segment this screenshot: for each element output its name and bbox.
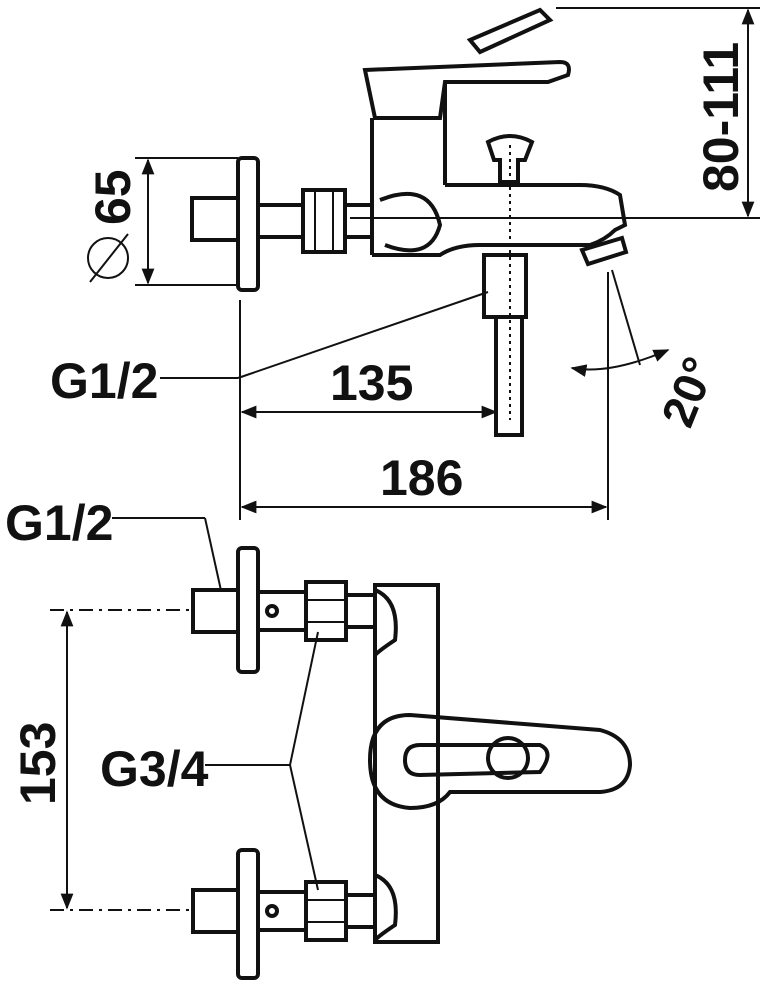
centers-label: 153	[10, 722, 66, 805]
top-view: 65 80-111 G1/2 135 186 20°	[50, 7, 760, 520]
aerator	[579, 235, 629, 267]
diameter-label: 65	[85, 169, 141, 225]
upper-inlet-stub	[191, 588, 241, 634]
front-view: G1/2 153	[5, 495, 633, 980]
overall-length-label: 186	[380, 450, 463, 506]
body-curve	[379, 191, 443, 253]
upper-flange	[236, 546, 260, 674]
angle-label: 20°	[651, 350, 725, 434]
diameter-circle	[87, 237, 129, 279]
diverter-knob	[485, 134, 535, 184]
lever-handle-outline	[362, 59, 571, 120]
lower-inlet-stub	[191, 888, 241, 934]
top-inlet-thread-label: G1/2	[50, 353, 158, 409]
mixer-body-outline	[372, 183, 628, 257]
height-label: 80-111	[693, 42, 749, 192]
lower-shroud	[373, 873, 398, 942]
lower-flange	[236, 848, 260, 980]
handshower-outline	[466, 7, 554, 55]
spout-offset-label: 135	[330, 355, 413, 411]
front-handle	[367, 712, 633, 811]
front-body	[373, 583, 440, 944]
handle-grip	[402, 743, 550, 778]
wall-flange	[236, 156, 260, 292]
outlet-thread-label: G3/4	[100, 741, 209, 797]
stem-lower	[494, 315, 524, 437]
stem-upper	[482, 253, 528, 319]
upper-shroud	[373, 588, 398, 657]
front-inlet-thread-label: G1/2	[5, 495, 113, 551]
inlet-stub	[190, 196, 242, 242]
